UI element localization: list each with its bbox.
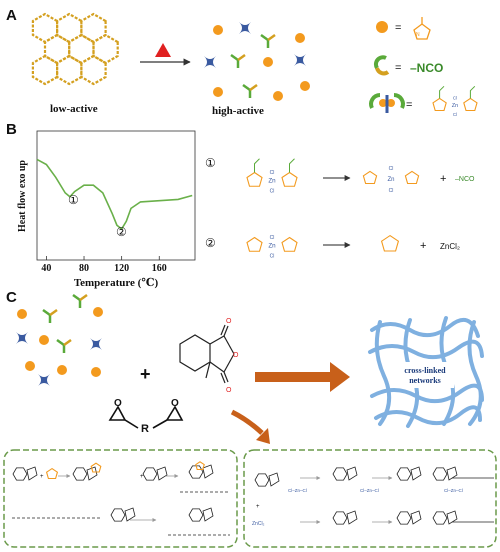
anhydride-molecule bbox=[179, 324, 235, 384]
epoxy-molecule bbox=[108, 405, 184, 429]
svg-text:Cl–Zn–Cl: Cl–Zn–Cl bbox=[288, 488, 307, 493]
legend-imidazole: = N bbox=[376, 17, 431, 40]
reaction-1-number: ① bbox=[205, 156, 216, 170]
crosslinked-network bbox=[368, 316, 484, 428]
svg-text:Cl: Cl bbox=[270, 254, 275, 260]
dsc-curve bbox=[36, 158, 193, 231]
catalyst-species bbox=[16, 293, 103, 386]
svg-text:Cl: Cl bbox=[270, 189, 275, 195]
reaction-1-nco: –NCO bbox=[455, 176, 475, 183]
svg-text:Cl: Cl bbox=[453, 96, 457, 101]
svg-text:Cl–Zn–Cl: Cl–Zn–Cl bbox=[444, 488, 463, 493]
svg-text:=: = bbox=[395, 62, 401, 74]
dsc-peak-1: ① bbox=[68, 193, 79, 207]
svg-text:Zn: Zn bbox=[268, 178, 276, 185]
dsc-ylabel: Heat flow exo up bbox=[17, 160, 28, 232]
mechanism-box-left bbox=[3, 449, 238, 548]
dsc-xtick-label: 40 bbox=[41, 263, 51, 274]
reaction-2-product-imidazole bbox=[380, 234, 400, 252]
reaction-2-zncl2: ZnCl₂ bbox=[440, 242, 460, 251]
svg-text:Zn: Zn bbox=[387, 177, 394, 183]
mechanism-arrow bbox=[230, 409, 264, 435]
dsc-peak-2: ② bbox=[116, 225, 127, 239]
network-label-2: networks bbox=[409, 376, 441, 385]
panel-c-plus: + bbox=[140, 364, 151, 384]
panel-c-letter: C bbox=[6, 289, 17, 306]
svg-text:Cl: Cl bbox=[453, 112, 457, 117]
reaction-1-plus: + bbox=[440, 173, 446, 185]
dsc-xtick-label: 160 bbox=[152, 263, 167, 274]
svg-text:O: O bbox=[226, 387, 232, 394]
curing-arrow bbox=[255, 362, 350, 392]
label-high-active: high-active bbox=[212, 105, 264, 117]
legend-nco-text: –NCO bbox=[410, 61, 443, 75]
svg-text:O: O bbox=[233, 352, 239, 359]
svg-text:Zn: Zn bbox=[268, 243, 276, 250]
reaction-2-plus: + bbox=[420, 240, 426, 252]
mof-framework bbox=[31, 12, 119, 86]
heat-triangle-icon bbox=[155, 43, 171, 57]
dsc-xtick-label: 120 bbox=[114, 263, 129, 274]
dsc-xticks: 40 80 120 160 bbox=[41, 256, 167, 274]
svg-text:+: + bbox=[40, 474, 44, 480]
dsc-xlabel: Temperature (℃) bbox=[74, 277, 159, 289]
svg-text:+: + bbox=[256, 504, 260, 510]
svg-text:N: N bbox=[416, 32, 420, 38]
panel-a-letter: A bbox=[6, 7, 17, 24]
svg-text:=: = bbox=[406, 99, 412, 111]
label-low-active: low-active bbox=[50, 103, 98, 115]
svg-text:O: O bbox=[171, 398, 179, 409]
svg-text:O: O bbox=[114, 398, 122, 409]
svg-text:Cl: Cl bbox=[389, 188, 394, 194]
svg-text:Cl–Zn–Cl: Cl–Zn–Cl bbox=[360, 488, 379, 493]
epoxy-r-group: R bbox=[141, 423, 149, 435]
svg-text:Cl: Cl bbox=[270, 235, 275, 241]
mechanism-zncl2: ZnCl₂ bbox=[252, 521, 265, 527]
mechanism-right-content: + Cl–Zn–Cl Cl–Zn–Cl Cl–Zn–Cl bbox=[254, 466, 494, 525]
svg-text:Cl: Cl bbox=[389, 166, 394, 172]
network-label-1: cross-linked bbox=[404, 366, 446, 375]
dsc-plot-frame bbox=[36, 130, 196, 261]
mechanism-box-right bbox=[243, 449, 497, 548]
svg-text:+: + bbox=[140, 474, 144, 480]
high-active-species bbox=[204, 22, 310, 101]
reaction-2-number: ② bbox=[205, 236, 216, 250]
svg-text:Cl: Cl bbox=[270, 170, 275, 176]
svg-text:Zn: Zn bbox=[452, 103, 458, 109]
panel-b-letter: B bbox=[6, 121, 17, 138]
legend-nco: = –NCO bbox=[373, 55, 443, 76]
svg-text:O: O bbox=[226, 318, 232, 325]
dsc-xtick-label: 80 bbox=[79, 263, 89, 274]
mechanism-left-content: ++ bbox=[12, 461, 230, 536]
svg-text:=: = bbox=[395, 22, 401, 34]
